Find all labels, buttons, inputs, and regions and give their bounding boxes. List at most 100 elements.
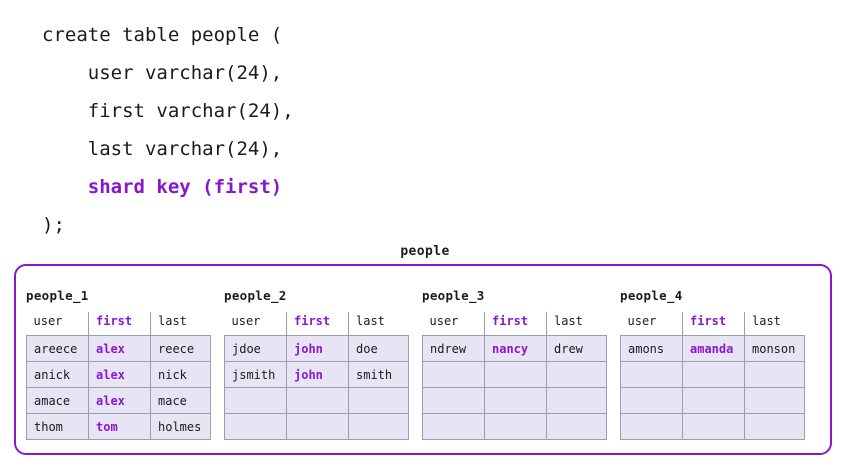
table-row xyxy=(224,387,409,414)
table-row xyxy=(620,413,805,440)
cell-first xyxy=(484,413,547,440)
column-header-user: user xyxy=(26,312,89,336)
cell-user xyxy=(422,413,485,440)
cell-user xyxy=(224,413,287,440)
cell-first: alex xyxy=(88,361,151,388)
cell-user: amons xyxy=(620,335,683,362)
cell-first xyxy=(286,413,349,440)
cell-last xyxy=(744,413,805,440)
cell-first: alex xyxy=(88,335,151,362)
cell-last: smith xyxy=(348,361,409,388)
column-header-user: user xyxy=(620,312,683,336)
table-row xyxy=(422,387,607,414)
sql-code-block: create table people ( user varchar(24), … xyxy=(42,16,542,244)
sql-line: first varchar(24), xyxy=(42,100,294,122)
table-row xyxy=(620,361,805,388)
cell-first: tom xyxy=(88,413,151,440)
cell-user: anick xyxy=(26,361,89,388)
cell-last: mace xyxy=(150,387,211,414)
cell-last xyxy=(348,413,409,440)
cell-first xyxy=(286,387,349,414)
cell-last xyxy=(744,361,805,388)
cell-first: john xyxy=(286,335,349,362)
cell-user xyxy=(422,387,485,414)
cell-user xyxy=(620,413,683,440)
column-header-user: user xyxy=(224,312,287,336)
column-header-last: last xyxy=(744,312,805,336)
column-header-last: last xyxy=(546,312,607,336)
table-row xyxy=(224,413,409,440)
shard-title: people_2 xyxy=(224,288,287,303)
table-row xyxy=(422,361,607,388)
sql-line: last varchar(24), xyxy=(42,138,283,160)
column-header-first: first xyxy=(682,312,745,336)
cell-first: john xyxy=(286,361,349,388)
table-row xyxy=(422,413,607,440)
cell-last xyxy=(546,361,607,388)
cell-last: drew xyxy=(546,335,607,362)
cell-first xyxy=(682,413,745,440)
sql-line: create table people ( xyxy=(42,24,283,46)
cell-user: amace xyxy=(26,387,89,414)
table-row xyxy=(620,387,805,414)
diagram-title: people xyxy=(400,244,450,259)
cell-user xyxy=(224,387,287,414)
cell-user: areece xyxy=(26,335,89,362)
column-header-last: last xyxy=(348,312,409,336)
cell-user: thom xyxy=(26,413,89,440)
cell-first: amanda xyxy=(682,335,745,362)
cell-first xyxy=(682,361,745,388)
cell-user xyxy=(620,387,683,414)
sql-line: user varchar(24), xyxy=(42,62,283,84)
cell-last: reece xyxy=(150,335,211,362)
cell-last: doe xyxy=(348,335,409,362)
column-header-first: first xyxy=(88,312,151,336)
cell-first xyxy=(682,387,745,414)
cell-last xyxy=(744,387,805,414)
cell-first xyxy=(484,387,547,414)
cell-first: nancy xyxy=(484,335,547,362)
shard-title: people_3 xyxy=(422,288,485,303)
shard-title: people_4 xyxy=(620,288,683,303)
cell-last xyxy=(546,413,607,440)
cell-last: monson xyxy=(744,335,805,362)
cell-user xyxy=(620,361,683,388)
cell-user: jdoe xyxy=(224,335,287,362)
cell-last xyxy=(546,387,607,414)
sql-line-shard-key: shard key (first) xyxy=(42,176,283,198)
shard-title: people_1 xyxy=(26,288,89,303)
cell-last: nick xyxy=(150,361,211,388)
column-header-first: first xyxy=(484,312,547,336)
cell-last: holmes xyxy=(150,413,211,440)
column-header-user: user xyxy=(422,312,485,336)
cell-last xyxy=(348,387,409,414)
cell-first: alex xyxy=(88,387,151,414)
cell-first xyxy=(484,361,547,388)
column-header-last: last xyxy=(150,312,211,336)
cell-user: jsmith xyxy=(224,361,287,388)
column-header-first: first xyxy=(286,312,349,336)
sql-line: ); xyxy=(42,214,65,236)
cell-user: ndrew xyxy=(422,335,485,362)
cell-user xyxy=(422,361,485,388)
